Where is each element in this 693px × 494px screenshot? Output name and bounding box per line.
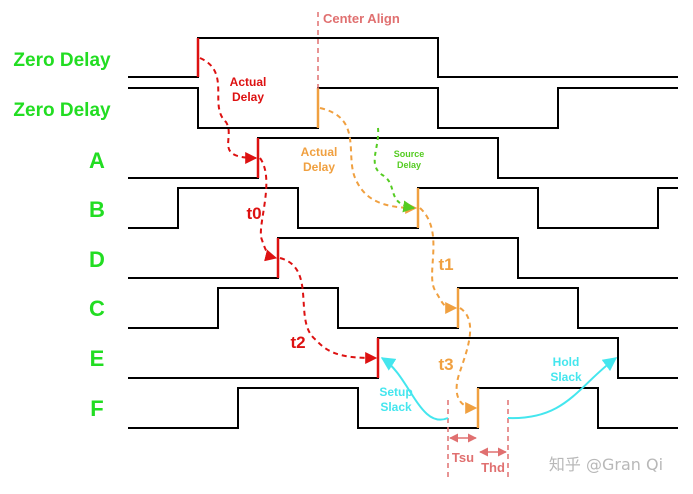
red-delay-path-d-to-e [279,257,378,364]
row-label-e: E [90,346,105,371]
t1-label: t1 [438,255,453,274]
row-label-b: B [89,197,105,222]
t3-label: t3 [438,355,453,374]
source-delay-label-line1: Source [394,149,425,159]
actual-delay-orange-label-line2: Delay [303,160,335,174]
hold-slack-arrow [507,357,618,420]
actual-delay-red-label-line1: Actual [230,75,267,89]
waveform-e [128,337,678,379]
t0-label: t0 [246,204,261,223]
red-delay-path-zero-to-a [199,57,258,164]
actual-delay-red-label-line2: Delay [232,90,264,104]
waveform-c [128,287,678,329]
center-align-label: Center Align [323,11,400,26]
watermark: 知乎 @Gran Qi [549,455,663,474]
actual-delay-orange-label-line1: Actual [301,145,338,159]
orange-delay-path-c-to-f [455,307,478,414]
thd-label: Thd [481,460,505,475]
orange-delay-path-zero-to-b [319,107,418,214]
waveform-f [128,387,678,429]
waveform-zero-delay-1 [128,37,678,78]
row-label-a: A [89,148,105,173]
hold-slack-label-line2: Slack [550,370,582,384]
hold-slack-label-line1: Hold [553,355,580,369]
source-delay-label-line2: Delay [397,160,421,170]
row-label-d: D [89,247,105,272]
row-label-zero-delay-2: Zero Delay [13,100,111,121]
tsu-label: Tsu [452,450,474,465]
row-label-f: F [90,396,103,421]
orange-delay-path-b-to-c [419,207,458,314]
red-delay-path-a-to-d [259,157,278,262]
t2-label: t2 [290,333,305,352]
row-label-zero-delay-1: Zero Delay [13,50,111,71]
setup-slack-arrow [380,357,449,421]
row-label-c: C [89,296,105,321]
source-delay-path [373,127,416,213]
setup-slack-label-line1: Setup [379,385,412,399]
setup-slack-label-line2: Slack [380,400,412,414]
waveform-d [128,237,678,279]
waveform-zero-delay-2 [128,87,678,129]
